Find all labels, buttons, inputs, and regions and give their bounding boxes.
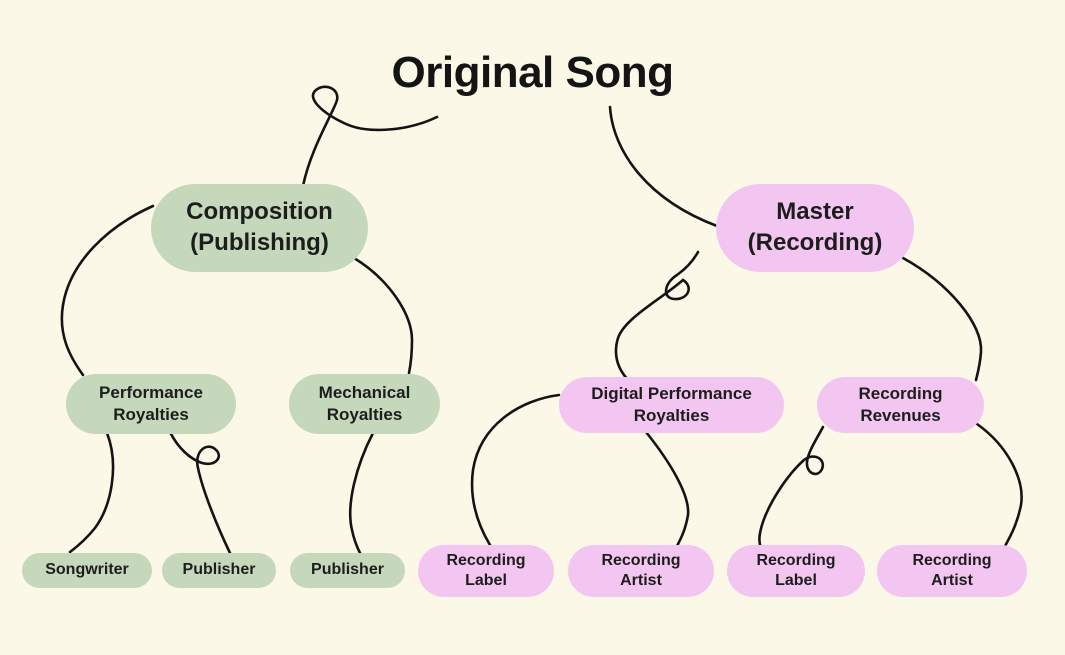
connector-revenues-to-recording-artist xyxy=(975,422,1023,550)
node-recording-label-revenues: Recording Label xyxy=(727,545,865,597)
connector-master-to-recording-revenues xyxy=(901,256,983,382)
page-title: Original Song xyxy=(391,48,674,97)
node-recording-revenues: Recording Revenues xyxy=(817,377,984,433)
connector-mechanical-to-publisher xyxy=(348,431,375,555)
node-master-recording: Master (Recording) xyxy=(716,184,914,272)
connector-composition-to-mechanical xyxy=(352,256,414,375)
connector-master-to-digital-performance xyxy=(614,250,700,384)
node-songwriter: Songwriter xyxy=(22,553,152,588)
connector-dpr-to-recording-label xyxy=(470,393,561,547)
node-recording-label-dpr: Recording Label xyxy=(418,545,554,597)
node-recording-artist-dpr: Recording Artist xyxy=(568,545,714,597)
connector-performance-to-songwriter xyxy=(68,431,115,554)
connector-composition-to-performance xyxy=(60,204,155,377)
node-composition-publishing: Composition (Publishing) xyxy=(151,184,368,272)
connector-dpr-to-recording-artist xyxy=(644,430,690,550)
connector-performance-to-publisher xyxy=(168,430,232,555)
node-digital-performance-royalties: Digital Performance Royalties xyxy=(559,377,784,433)
connector-revenues-to-recording-label xyxy=(758,425,825,547)
node-publisher-mechanical: Publisher xyxy=(290,553,405,588)
node-publisher-performance: Publisher xyxy=(162,553,276,588)
connector-title-to-composition xyxy=(301,85,439,188)
connector-title-to-master xyxy=(608,105,719,228)
node-mechanical-royalties: Mechanical Royalties xyxy=(289,374,440,434)
node-recording-artist-revenues: Recording Artist xyxy=(877,545,1027,597)
node-performance-royalties: Performance Royalties xyxy=(66,374,236,434)
